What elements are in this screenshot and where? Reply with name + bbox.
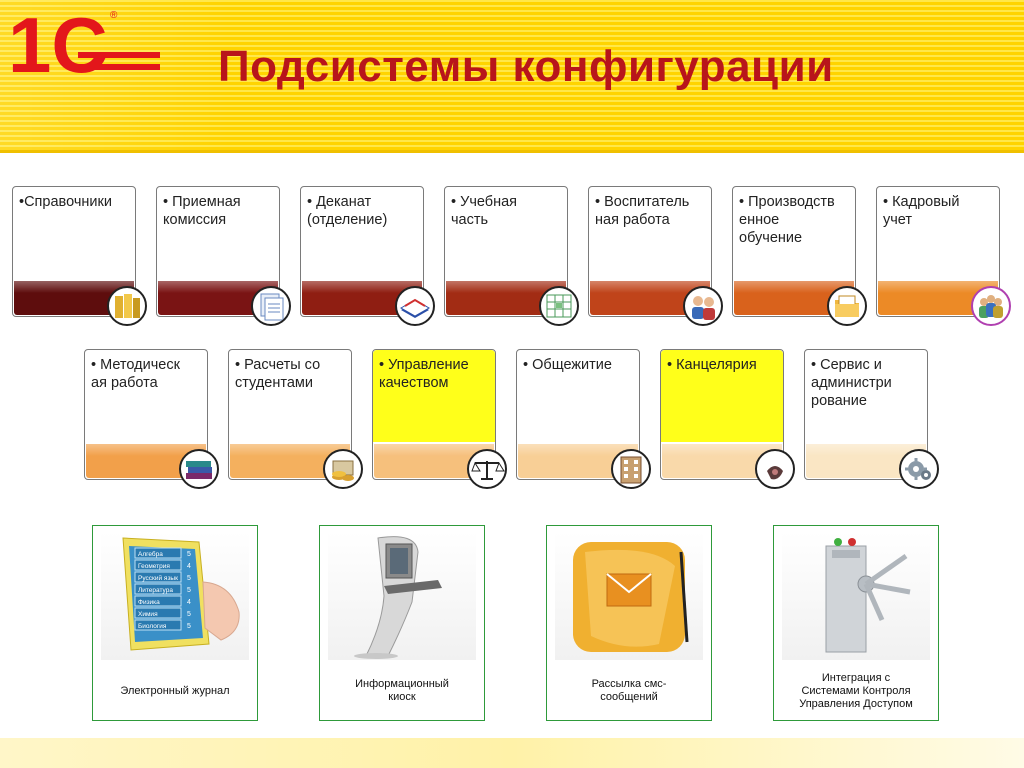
subsystem-card-servis[interactable]: • Сервис и администри рование bbox=[804, 349, 939, 489]
kiosk-icon bbox=[354, 536, 442, 659]
subsystem-card-vospitatelnaya[interactable]: • Воспитатель ная работа bbox=[588, 186, 723, 326]
card-label: • Расчеты со студентами bbox=[235, 357, 321, 391]
gears-icon bbox=[899, 449, 939, 489]
panel-sms-mailing[interactable]: Рассылка смс- сообщений bbox=[546, 525, 712, 721]
svg-text:1С: 1С bbox=[8, 4, 108, 84]
journal-row bbox=[134, 619, 182, 631]
card-label: • Кадровый учет bbox=[883, 194, 960, 228]
card-label: • Деканат (отделение) bbox=[307, 194, 388, 228]
panel-label: Интеграция с Системами Контроля Управлен… bbox=[799, 671, 913, 710]
card-label: • Воспитатель ная работа bbox=[595, 194, 690, 228]
card-label: • Учебная часть bbox=[451, 194, 518, 228]
journal-mark: 5 bbox=[187, 611, 191, 618]
subsystem-card-kancelyariya[interactable]: • Канцелярия bbox=[660, 349, 795, 489]
panel-info-kiosk[interactable]: Информационный киоск bbox=[319, 525, 485, 721]
card-label: • Производств енное обучение bbox=[739, 194, 835, 246]
schedule-grid-icon bbox=[539, 286, 579, 326]
subsystem-card-obshchezhitie[interactable]: • Общежитие bbox=[516, 349, 651, 489]
group-icon bbox=[971, 286, 1011, 326]
card-label: • Методическ ая работа bbox=[91, 357, 180, 391]
subsystem-card-kadrovyy[interactable]: • Кадровый учет bbox=[876, 186, 1011, 326]
svg-text:®: ® bbox=[110, 10, 118, 21]
panel-label: Рассылка смс- сообщений bbox=[591, 678, 667, 703]
card-label: •Справочники bbox=[19, 194, 112, 210]
header-fade bbox=[0, 0, 230, 150]
journal-mark: 5 bbox=[187, 575, 191, 582]
book-stack-icon bbox=[179, 449, 219, 489]
subsystem-card-proizvodstvennoe[interactable]: • Производств енное обучение bbox=[732, 186, 867, 326]
journal-subject: Алгебра bbox=[138, 550, 163, 558]
books-icon bbox=[107, 286, 147, 326]
journal-mark: 5 bbox=[187, 623, 191, 630]
panel-access-control[interactable]: Интеграция с Системами Контроля Управлен… bbox=[773, 525, 939, 721]
journal-subject: Физика bbox=[138, 599, 160, 606]
journal-row bbox=[134, 607, 182, 619]
stamp-icon bbox=[755, 449, 795, 489]
subsystem-card-uchebnaya[interactable]: • Учебная часть bbox=[444, 186, 579, 326]
subsystem-card-spravochniki[interactable]: •Справочники bbox=[12, 186, 147, 326]
subsystem-card-dekanat[interactable]: • Деканат (отделение) bbox=[300, 186, 435, 326]
card-bar bbox=[446, 281, 566, 315]
journal-mark: 5 bbox=[187, 551, 191, 558]
documents-icon bbox=[251, 286, 291, 326]
journal-row bbox=[134, 547, 182, 559]
panel-label: Информационный киоск bbox=[355, 678, 449, 703]
1c-logo: 1С ® bbox=[8, 4, 160, 84]
journal-row bbox=[134, 595, 182, 607]
folder-icon bbox=[827, 286, 867, 326]
subsystem-card-upravlenie-kachestvom[interactable]: • Управление качеством bbox=[372, 349, 507, 489]
panel-label: Электронный журнал bbox=[120, 684, 230, 697]
subsystem-card-priemnaya[interactable]: • Приемная комиссия bbox=[156, 186, 291, 326]
turnstile-icon bbox=[825, 538, 911, 653]
journal-subject: Химия bbox=[138, 611, 158, 618]
journal-row bbox=[134, 559, 182, 571]
people-icon bbox=[683, 286, 723, 326]
card-label: • Сервис и администри рование bbox=[811, 357, 892, 409]
card-label: • Управление качеством bbox=[379, 357, 469, 391]
card-label: • Канцелярия bbox=[667, 357, 757, 373]
header-band: 1С ® Подсистемы конфигурации bbox=[0, 0, 1024, 153]
journal-mark: 4 bbox=[187, 599, 191, 606]
subsystem-card-raschety[interactable]: • Расчеты со студентами bbox=[228, 349, 363, 489]
journal-row bbox=[134, 571, 182, 583]
journal-mark: 5 bbox=[187, 587, 191, 594]
journal-subject: Геометрия bbox=[138, 563, 170, 570]
coins-icon bbox=[323, 449, 363, 489]
book-icon bbox=[395, 286, 435, 326]
card-label: • Приемная комиссия bbox=[163, 194, 241, 228]
envelope-phone-icon bbox=[573, 542, 689, 652]
journal-subject: Литература bbox=[138, 587, 173, 594]
journal-subject: Биология bbox=[138, 623, 167, 630]
building-icon bbox=[611, 449, 651, 489]
subsystem-card-metodicheskaya[interactable]: • Методическ ая работа bbox=[84, 349, 219, 489]
footer-strip bbox=[0, 738, 1024, 768]
scales-icon bbox=[467, 449, 507, 489]
journal-mark: 4 bbox=[187, 563, 191, 570]
journal-row bbox=[134, 583, 182, 595]
journal-subject: Русский язык bbox=[138, 574, 178, 582]
page-title: Подсистемы конфигурации bbox=[218, 42, 834, 91]
card-label: • Общежитие bbox=[523, 357, 612, 373]
